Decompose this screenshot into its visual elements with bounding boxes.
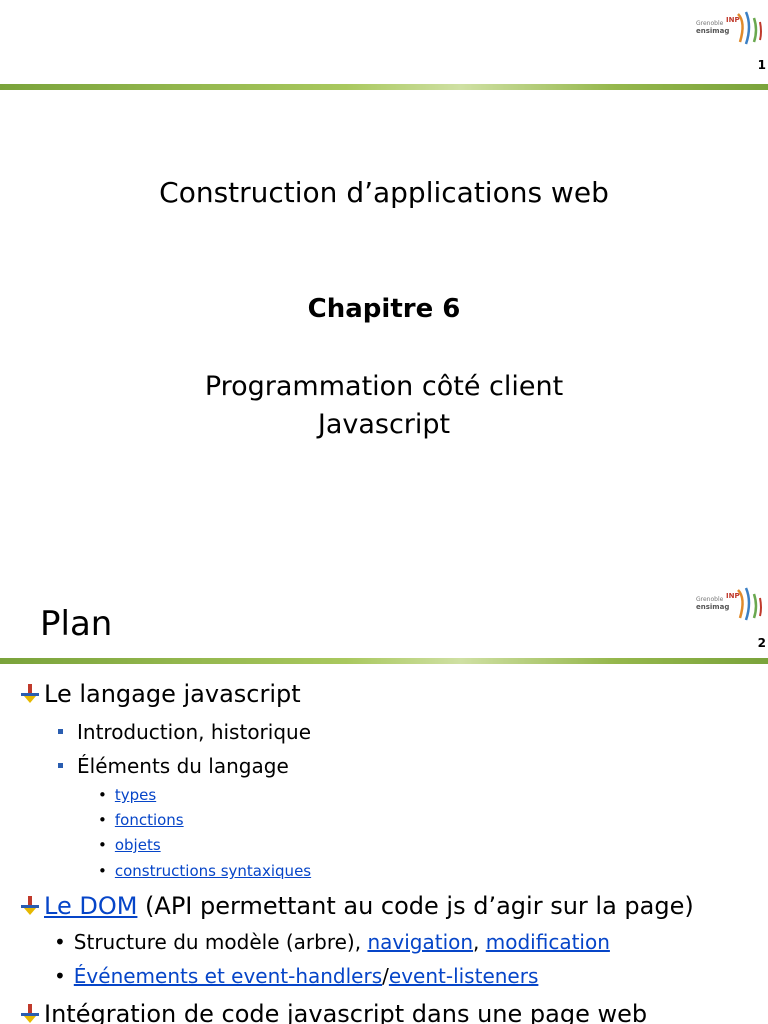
- subtitle-line-2: Javascript: [317, 409, 451, 440]
- svg-text:INP: INP: [726, 16, 740, 24]
- slide-number: 2: [757, 636, 766, 650]
- sub-item-intro: Introduction, historique: [58, 720, 311, 744]
- dot-bullet-icon: •: [98, 811, 107, 829]
- grenoble-inp-ensimag-logo: Grenoble INP ensimag: [696, 587, 762, 621]
- svg-text:ensimag: ensimag: [696, 27, 729, 35]
- arrow-down-bullet-icon: [21, 1004, 39, 1023]
- outline-item-rest: (API permettant au code js d’agir sur la…: [137, 892, 694, 920]
- svg-text:ensimag: ensimag: [696, 603, 729, 611]
- sub-item-events: • Événements et event-handlers/event-list…: [54, 964, 538, 988]
- link-item: • objets: [98, 836, 161, 854]
- link-item: • constructions syntaxiques: [98, 862, 311, 880]
- outline-item-integration: Intégration de code javascript dans une …: [18, 1000, 647, 1024]
- link-evenements-event-handlers[interactable]: Événements et event-handlers: [73, 964, 383, 988]
- subtitle: Programmation côté client Javascript: [0, 368, 768, 444]
- sub-item-label: Éléments du langage: [77, 754, 289, 778]
- sub-item-label: Introduction, historique: [77, 720, 312, 744]
- grenoble-inp-ensimag-logo: Grenoble INP ensimag: [696, 11, 762, 45]
- link-event-listeners[interactable]: event-listeners: [388, 964, 539, 988]
- svg-text:Grenoble: Grenoble: [696, 20, 724, 27]
- header-rule: [0, 84, 768, 90]
- outline-item-label: Intégration de code javascript dans une …: [44, 1000, 648, 1024]
- link-navigation[interactable]: navigation: [367, 930, 474, 954]
- link-le-dom[interactable]: Le DOM: [44, 892, 138, 920]
- dot-bullet-icon: •: [98, 836, 107, 854]
- link-constructions-syntaxiques[interactable]: constructions syntaxiques: [114, 862, 312, 880]
- separator: /: [382, 964, 389, 988]
- dot-bullet-icon: •: [54, 964, 66, 988]
- svg-text:INP: INP: [726, 592, 740, 600]
- sub-item-label: Structure du modèle (arbre),: [73, 930, 368, 954]
- link-fonctions[interactable]: fonctions: [114, 811, 184, 829]
- link-objets[interactable]: objets: [114, 836, 161, 854]
- link-types[interactable]: types: [114, 786, 157, 804]
- square-bullet-icon: [58, 763, 63, 768]
- dot-bullet-icon: •: [54, 930, 66, 954]
- chapter-title: Chapitre 6: [307, 294, 461, 324]
- header-rule: [0, 658, 768, 664]
- slide-1: Grenoble INP ensimag 1 Construction d’ap…: [0, 11, 768, 444]
- square-bullet-icon: [58, 729, 63, 734]
- arrow-down-bullet-icon: [21, 684, 39, 703]
- outline-item-dom: Le DOM (API permettant au code js d’agir…: [18, 892, 694, 920]
- svg-text:Grenoble: Grenoble: [696, 596, 724, 603]
- dot-bullet-icon: •: [98, 862, 107, 880]
- arrow-down-bullet-icon: [21, 896, 39, 915]
- outline-item-langage: Le langage javascript: [18, 680, 301, 708]
- dot-bullet-icon: •: [98, 786, 107, 804]
- subtitle-line-1: Programmation côté client: [204, 371, 564, 402]
- outline-item-label: Le langage javascript: [44, 680, 301, 708]
- plan-title: Plan: [40, 604, 113, 644]
- slide-2: Grenoble INP ensimag Plan 2 Le langage j…: [0, 576, 768, 1024]
- link-item: • types: [98, 786, 156, 804]
- separator: ,: [473, 930, 486, 954]
- slide-number: 1: [757, 58, 766, 72]
- sub-item-elements: Éléments du langage: [58, 754, 289, 778]
- link-modification[interactable]: modification: [485, 930, 610, 954]
- course-title: Construction d’applications web: [159, 176, 609, 209]
- sub-item-structure: • Structure du modèle (arbre), navigation…: [54, 930, 610, 954]
- link-item: • fonctions: [98, 811, 184, 829]
